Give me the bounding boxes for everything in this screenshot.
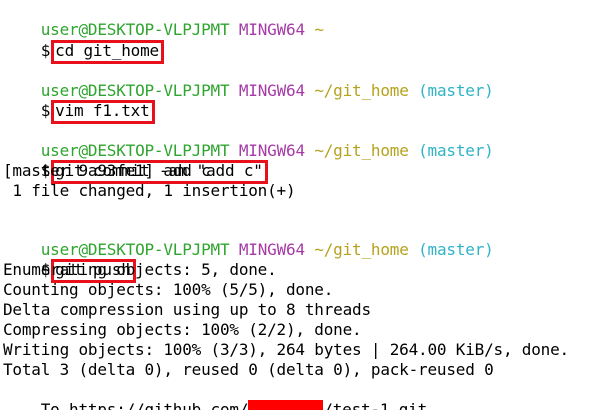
prompt-user-host: user@DESKTOP-VLPJPMT xyxy=(40,81,230,100)
highlighted-command: git push xyxy=(51,259,136,283)
command-line: $vim f1.txt xyxy=(3,81,155,124)
prompt-user-host: user@DESKTOP-VLPJPMT xyxy=(40,240,230,259)
prompt-shell: MINGW64 xyxy=(238,141,305,160)
prompt-path: ~/git_home xyxy=(314,141,409,160)
prompt-sign: $ xyxy=(40,260,51,279)
prompt-shell: MINGW64 xyxy=(238,20,305,39)
prompt-user-host: user@DESKTOP-VLPJPMT xyxy=(40,141,230,160)
highlighted-command: cd git_home xyxy=(51,40,164,64)
push-url-prefix: To https://github.com/ xyxy=(40,400,249,410)
prompt-header: user@DESKTOP-VLPJPMT MINGW64 ~/git_home … xyxy=(3,220,494,259)
prompt-branch: (master) xyxy=(418,141,494,160)
prompt-path: ~/git_home xyxy=(314,240,409,259)
prompt-path: ~ xyxy=(314,20,324,39)
redaction-box xyxy=(248,400,324,410)
output-line: Delta compression using up to 8 threads xyxy=(3,300,371,319)
push-url-suffix: /test-1.git xyxy=(323,400,428,410)
command-line: $cd git_home xyxy=(3,21,164,64)
prompt-sign: $ xyxy=(40,41,51,60)
output-line: Writing objects: 100% (3/3), 264 bytes |… xyxy=(3,340,569,359)
prompt-user-host: user@DESKTOP-VLPJPMT xyxy=(40,20,230,39)
output-line: Compressing objects: 100% (2/2), done. xyxy=(3,320,362,339)
command-line: $git push xyxy=(3,240,136,283)
output-line: 1 file changed, 1 insertion(+) xyxy=(3,181,296,200)
prompt-sign: $ xyxy=(40,101,51,120)
command-line: $git commit -am "add c" xyxy=(3,141,268,184)
output-line: Total 3 (delta 0), reused 0 (delta 0), p… xyxy=(3,360,494,379)
prompt-shell: MINGW64 xyxy=(238,81,305,100)
prompt-header: user@DESKTOP-VLPJPMT MINGW64 ~ xyxy=(3,0,324,39)
output-line: Counting objects: 100% (5/5), done. xyxy=(3,280,334,299)
output-line: Enumerating objects: 5, done. xyxy=(3,260,277,279)
prompt-sign: $ xyxy=(40,161,51,180)
highlighted-command: vim f1.txt xyxy=(51,100,155,124)
prompt-branch: (master) xyxy=(418,81,494,100)
prompt-branch: (master) xyxy=(418,240,494,259)
prompt-header: user@DESKTOP-VLPJPMT MINGW64 ~/git_home … xyxy=(3,61,494,100)
push-target-line: To https://github.com/ /test-1.git xyxy=(3,380,427,410)
prompt-path: ~/git_home xyxy=(314,81,409,100)
prompt-header: user@DESKTOP-VLPJPMT MINGW64 ~/git_home … xyxy=(3,121,494,160)
prompt-shell: MINGW64 xyxy=(238,240,305,259)
output-line: [master 9a93fe1] add c xyxy=(3,161,211,180)
highlighted-command: git commit -am "add c" xyxy=(51,160,268,184)
